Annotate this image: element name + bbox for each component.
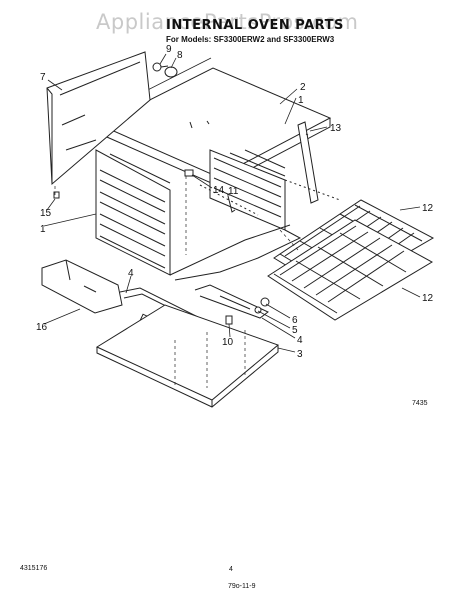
- oven-floor-frame: [169, 179, 341, 281]
- callout-13: 13: [330, 123, 342, 134]
- callout-2: 2: [300, 82, 306, 93]
- callout-4-lower: 4: [297, 335, 303, 346]
- callout-6: 6: [292, 315, 298, 326]
- callout-9: 9: [166, 44, 172, 55]
- callout-8: 8: [177, 50, 183, 61]
- page-title: INTERNAL OVEN PARTS: [166, 18, 344, 33]
- burner-orifice-parts: [254, 297, 270, 314]
- callout-11: 11: [228, 186, 239, 197]
- panel-screw: [53, 191, 60, 199]
- callout-16: 16: [36, 322, 48, 333]
- back-panel: [46, 51, 151, 186]
- bake-burner-tube: [194, 284, 269, 319]
- callout-1-top: 1: [298, 95, 304, 106]
- callout-4-upper: 4: [128, 268, 134, 279]
- callout-labels: 2 1 13 9 8 7 14 11 15 1 12 4 16 12 6 5 1…: [36, 44, 434, 360]
- callout-leader-lines: [43, 53, 421, 353]
- callout-12-lower: 12: [422, 293, 434, 304]
- model-subtitle: For Models: SF3300ERW2 and SF3300ERW3: [166, 35, 335, 44]
- callout-7: 7: [40, 72, 46, 83]
- callout-14: 14: [213, 185, 225, 196]
- oven-light-bulb: [164, 66, 178, 78]
- side-bracket-strip: [297, 121, 319, 204]
- left-side-panel: [95, 149, 171, 276]
- callout-5: 5: [292, 325, 298, 336]
- callout-15: 15: [40, 208, 52, 219]
- watermark: AppliancePartsPros.com: [96, 10, 359, 34]
- callout-1-left: 1: [40, 224, 46, 235]
- figure-code: 7435: [412, 400, 428, 407]
- callout-10: 10: [222, 337, 234, 348]
- oven-light-socket: [152, 62, 169, 72]
- vent-cover: [41, 259, 123, 314]
- assembly-guide-lines: [54, 176, 299, 388]
- callout-3: 3: [297, 349, 303, 360]
- support-bracket: [184, 169, 236, 213]
- part-number-footer: 4315176: [20, 565, 48, 572]
- igniter-screw: [225, 315, 233, 325]
- date-code: 79o-11-9: [228, 583, 256, 590]
- oven-bottom-pan: [95, 304, 279, 408]
- right-side-panel: [209, 149, 286, 231]
- callout-12-upper: 12: [422, 203, 434, 214]
- page-number: 4: [229, 566, 233, 573]
- oven-rack-lower: [267, 219, 434, 321]
